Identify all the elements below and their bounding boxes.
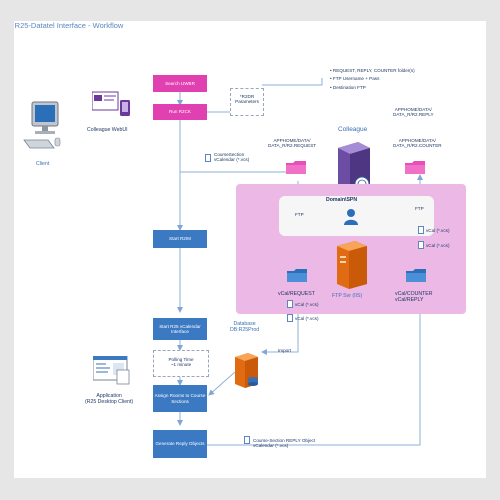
desktop-app-icon	[93, 356, 130, 385]
document-icon	[287, 314, 293, 322]
folder-icon	[406, 269, 426, 282]
folder-icon	[286, 161, 306, 174]
user-icon	[344, 209, 358, 225]
diagram-title: R25-Datatel Interface - Workflow	[14, 21, 124, 30]
polling-time-label: Polling Time ~1 minute	[168, 357, 194, 368]
folder-icon	[405, 161, 425, 174]
ftp-server-icon	[337, 241, 367, 289]
application-label: Application (R25 Desktop Client)	[85, 393, 134, 405]
ftp-svr-label: FTP Svr (IIS)	[332, 293, 363, 299]
domain-panel	[279, 196, 434, 236]
client-label: Client	[36, 161, 50, 167]
document-icon	[418, 226, 424, 234]
vcal-request-label: vCal/REQUEST	[278, 291, 315, 297]
vcal-small-3-label: vCal (*.vcs)	[295, 302, 319, 307]
import-label: Import	[278, 348, 292, 353]
computer-icon	[23, 101, 61, 149]
domain-spn-label: Domain\SPN	[326, 197, 358, 203]
colleague-label: Colleague	[338, 126, 368, 133]
apphome-reply-label: APPHOME/DATA/ DATA_R/R2.REPLY	[393, 107, 434, 118]
generate-reply-box: Generate Reply Objects	[153, 430, 207, 458]
r2dr-parameters-box: *R2DR Parameters	[230, 88, 264, 116]
vcal-small-2-label: vCal (*.vcs)	[426, 243, 450, 248]
polling-time-box: Polling Time ~1 minute	[153, 350, 209, 377]
database-label: Database DB:R25Prod	[230, 321, 260, 333]
bullet-1: • REQUEST, REPLY, COUNTER folder(s)	[330, 68, 415, 73]
database-server-icon	[235, 353, 258, 388]
arrow-to-request	[180, 164, 293, 173]
course-section-file-label: CourseSection vCalendar (*.vcs)	[214, 152, 250, 163]
arrow-db-assign	[208, 371, 236, 396]
ftp-right-label: FTP	[415, 206, 424, 211]
arrow-generate-counter	[207, 292, 423, 446]
start-r2m-box: Start R2IM	[153, 230, 207, 248]
apphome-request-label: APPHOME/DATA/ DATA_R/R2.REQUEST	[268, 138, 317, 149]
vcal-small-1-label: vCal (*.vcs)	[426, 228, 450, 233]
arrow-import	[261, 300, 299, 355]
run-r2ck-box: Run R2CK	[153, 104, 207, 120]
reply-object-file-label: Course-Section REPLY Object vCalendar (*…	[253, 438, 316, 449]
r2dr-parameters-label: *R2DR Parameters	[235, 94, 259, 105]
bullet-3: • Destination FTP	[330, 84, 366, 90]
assign-rooms-box: Assign Rooms to Course Sections	[153, 385, 207, 412]
vcal-small-4-label: vCal (*.vcs)	[295, 316, 319, 321]
document-icon	[418, 241, 424, 249]
apphome-counter-label: APPHOME/DATA/ DATA_R/R2.COUNTER	[393, 138, 442, 149]
bracket-params	[262, 78, 323, 86]
vcal-counter-label: vCal/COUNTER vCal/REPLY	[395, 291, 433, 303]
webui-icon	[92, 91, 130, 116]
document-icon	[205, 154, 211, 162]
bullet-2: • FTP Username + Pass	[330, 76, 380, 82]
param-bullets: • REQUEST, REPLY, COUNTER folder(s) • FT…	[330, 68, 415, 90]
ftp-left-label: FTP	[295, 212, 304, 217]
folder-icon	[287, 269, 307, 282]
webui-label: Colleague WebUI	[87, 127, 128, 133]
document-icon	[287, 300, 293, 308]
search-uwbr-box: Search UWBR	[153, 75, 207, 92]
document-icon	[244, 436, 250, 444]
start-r25-box: Start R25 vCalendar Interface	[153, 318, 207, 340]
